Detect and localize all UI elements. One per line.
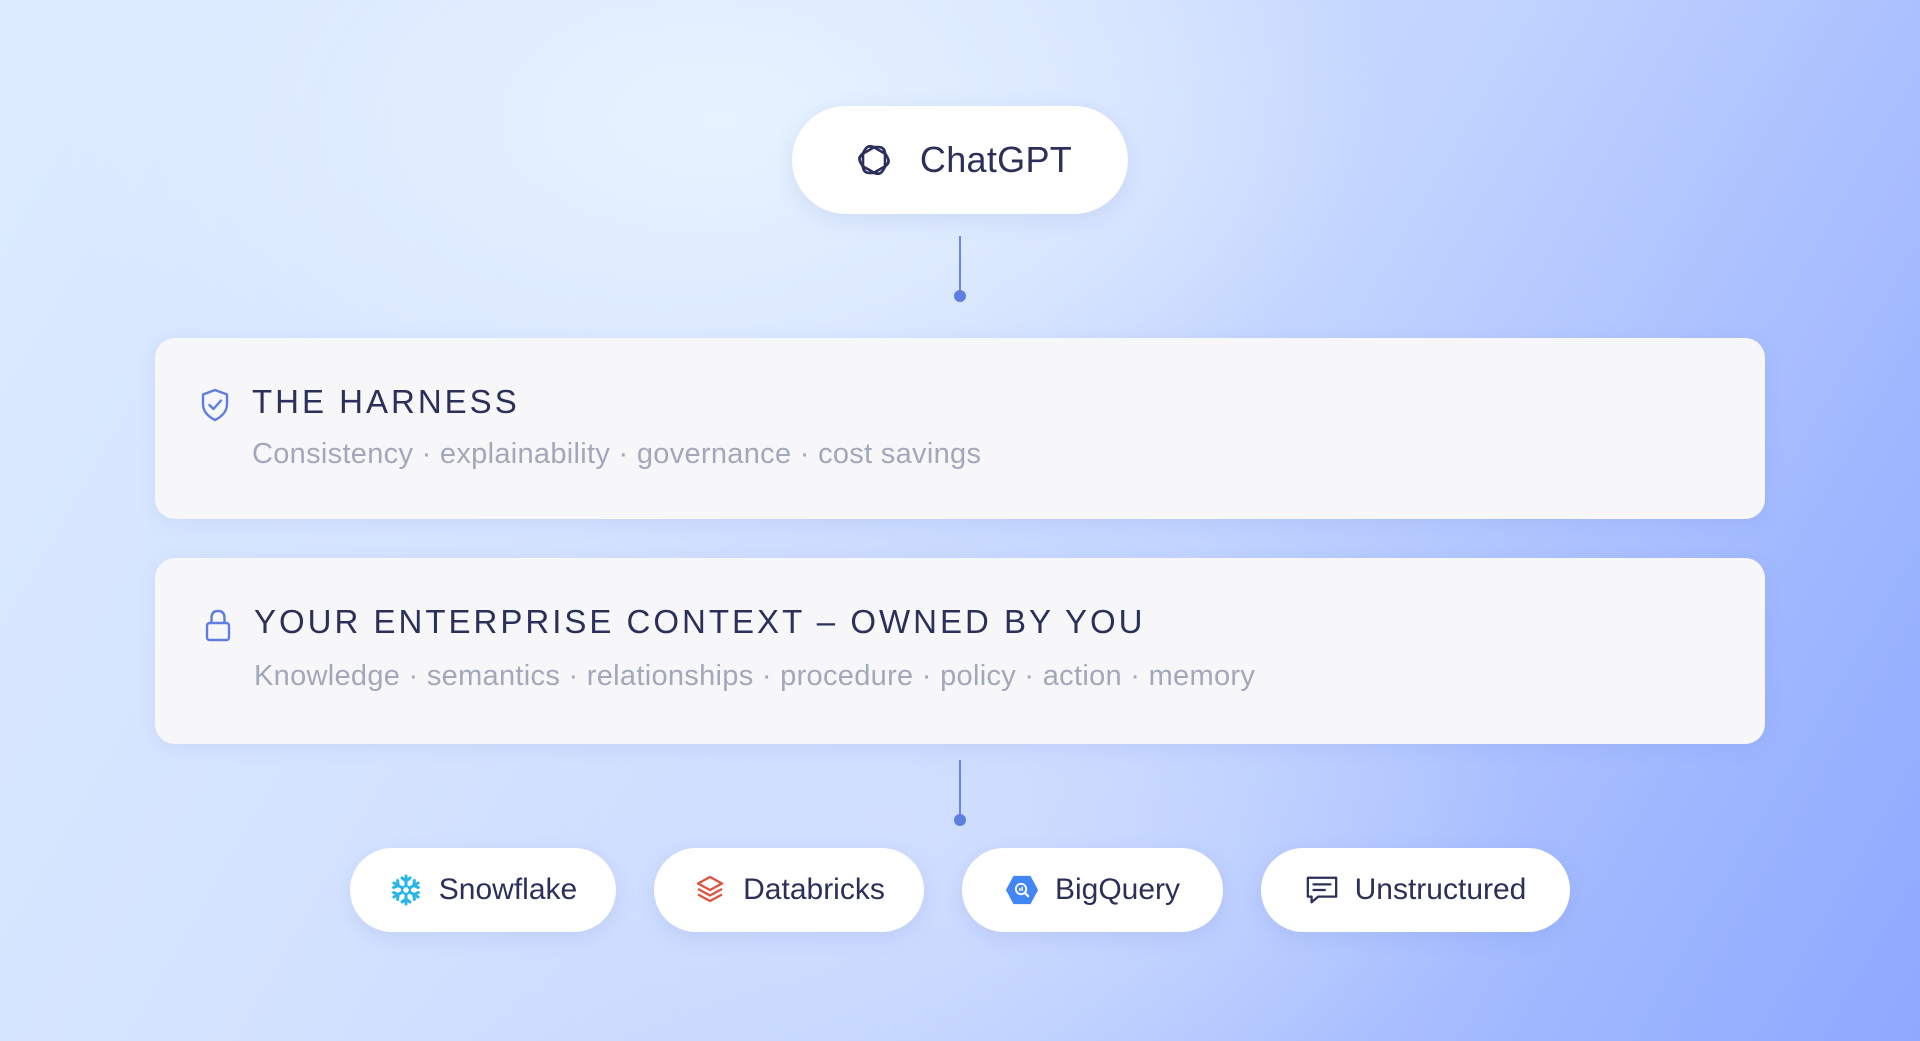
chatgpt-label: ChatGPT [919, 139, 1073, 180]
source-bigquery[interactable]: BigQuery [962, 848, 1223, 932]
source-databricks-label: Databricks [743, 873, 885, 906]
enterprise-context-heading: YOUR ENTERPRISE CONTEXT – OWNED BY YOU [254, 603, 1146, 640]
databricks-icon [693, 873, 727, 907]
connector-top [954, 236, 966, 302]
enterprise-context-layer-card: YOUR ENTERPRISE CONTEXT – OWNED BY YOU K… [155, 558, 1765, 744]
harness-heading: THE HARNESS [252, 383, 520, 420]
enterprise-context-subtitle: Knowledge · semantics · relationships · … [254, 660, 1256, 692]
shield-check-icon [200, 388, 230, 422]
source-snowflake[interactable]: Snowflake [350, 848, 616, 932]
message-icon [1305, 873, 1339, 907]
chatgpt-node[interactable]: ChatGPT [792, 106, 1128, 214]
harness-layer-card: THE HARNESS Consistency · explainability… [155, 338, 1765, 519]
connector-top-dot [954, 290, 966, 302]
snowflake-icon [389, 873, 423, 907]
source-unstructured-label: Unstructured [1354, 873, 1527, 906]
source-bigquery-label: BigQuery [1054, 873, 1181, 906]
source-databricks[interactable]: Databricks [654, 848, 924, 932]
source-snowflake-label: Snowflake [438, 873, 578, 906]
harness-subtitle: Consistency · explainability · governanc… [252, 438, 982, 470]
openai-logo-icon [848, 134, 900, 186]
bigquery-icon [1005, 873, 1039, 907]
source-unstructured[interactable]: Unstructured [1261, 848, 1570, 932]
connector-bottom-dot [954, 814, 966, 826]
connector-bottom [954, 760, 966, 826]
lock-icon [204, 608, 232, 642]
